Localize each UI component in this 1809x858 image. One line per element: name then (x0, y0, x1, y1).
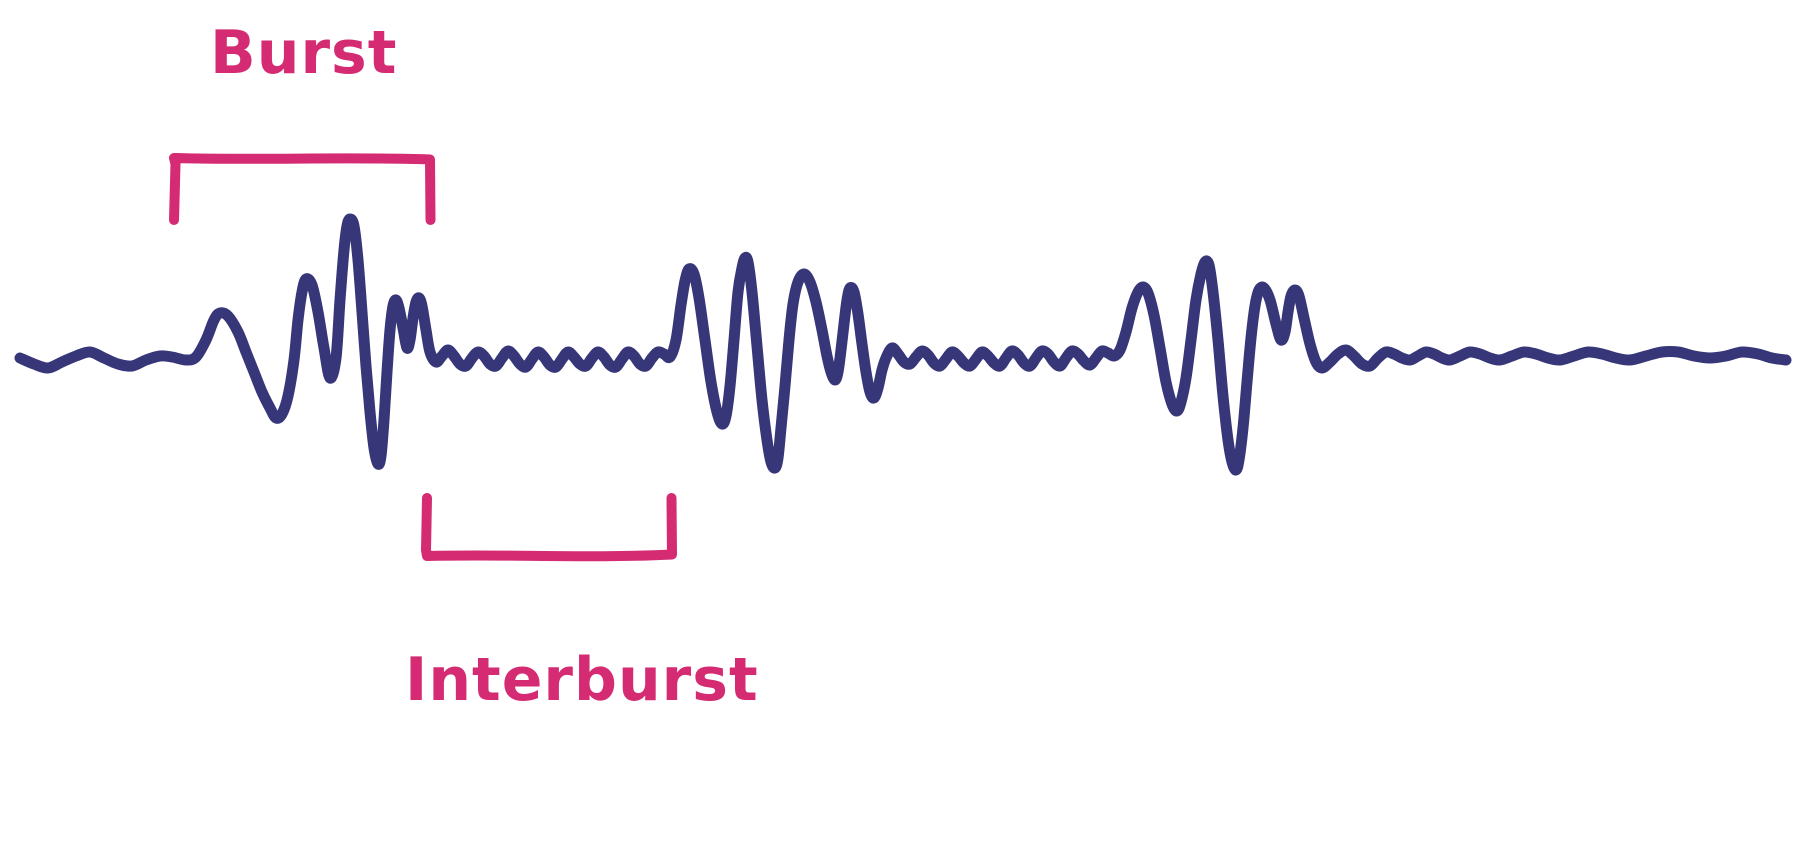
interburst-label: Interburst (405, 645, 759, 715)
interburst-bracket-group (421, 493, 677, 562)
burst-bracket-group (169, 153, 436, 225)
interburst-bracket (421, 493, 677, 562)
signal-trace-group (14, 213, 1792, 476)
burst-label: Burst (210, 18, 398, 88)
eeg-signal-path (14, 213, 1792, 476)
burst-bracket (169, 153, 436, 225)
